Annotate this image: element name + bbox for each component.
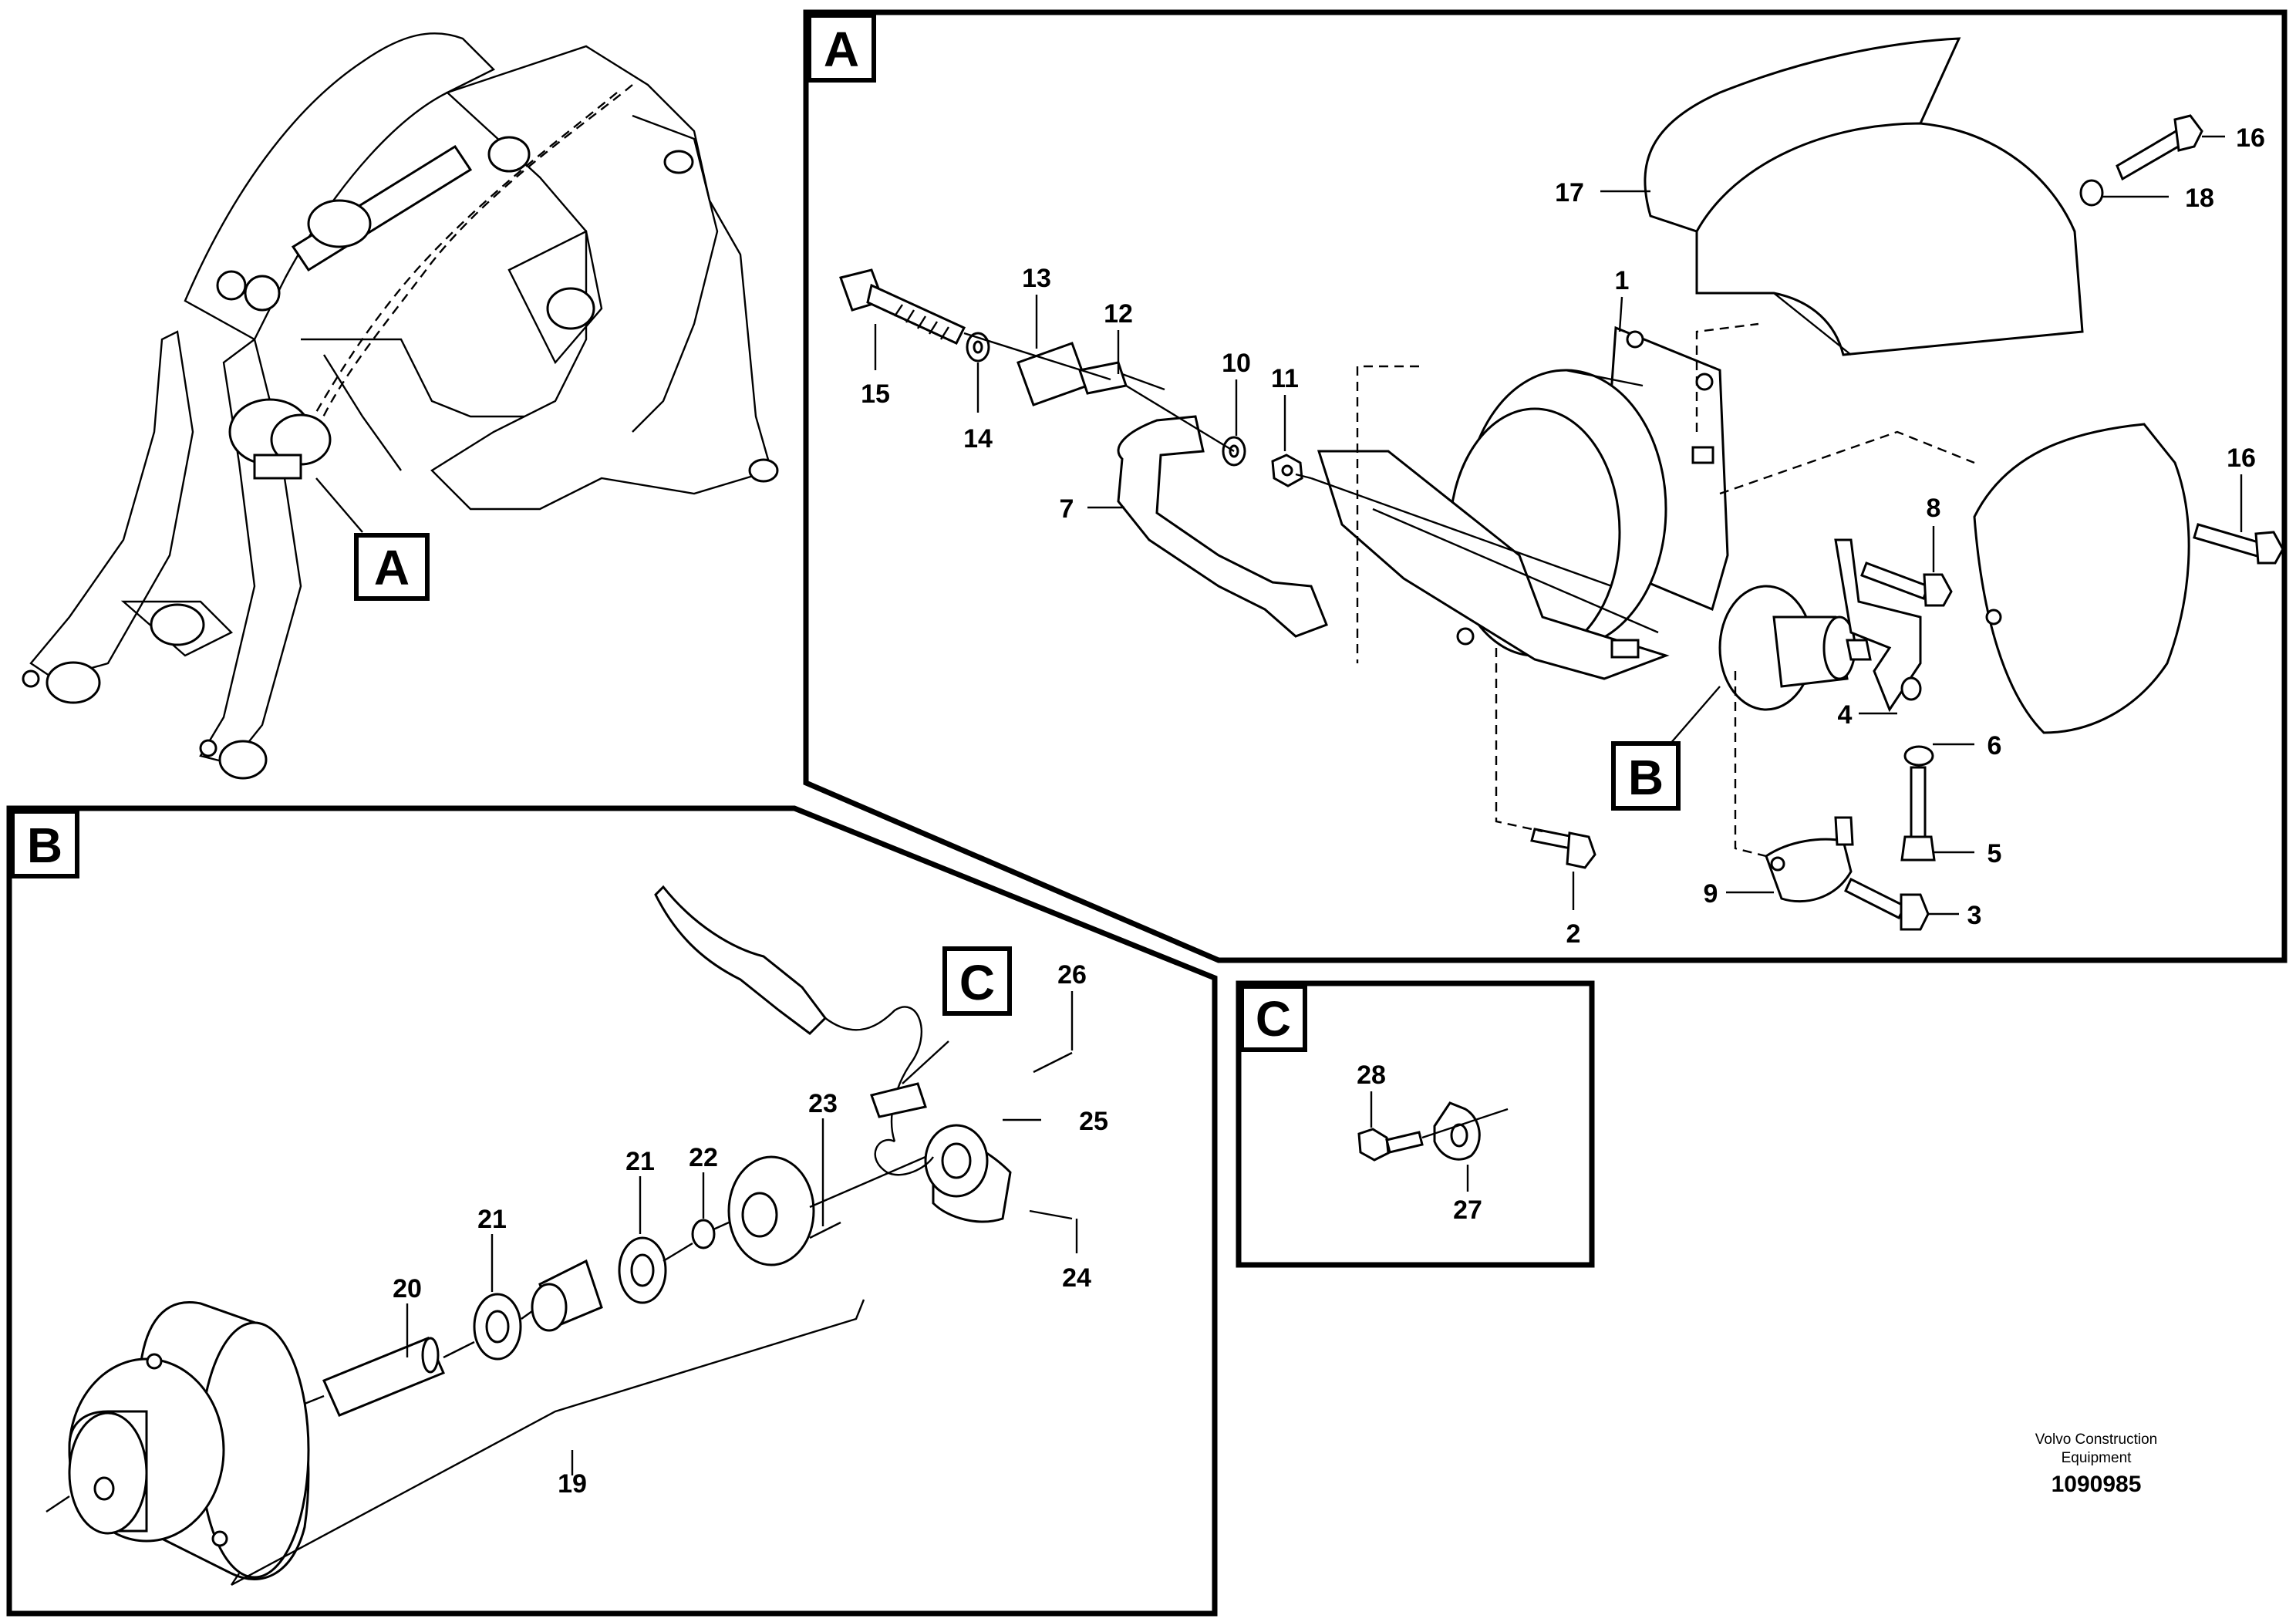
brand-line-2: Equipment [2062,1450,2132,1466]
overview-callout-a[interactable]: A [354,533,430,601]
part-14-label: 14 [963,424,993,454]
view-b-parts [46,885,1073,1587]
overview-machine-illustration [22,32,779,780]
part-23-label: 23 [808,1089,838,1118]
overview-callout-a-label: A [374,540,410,595]
part-21-left-label: 21 [477,1205,507,1234]
part-28-label: 28 [1357,1061,1386,1090]
part-25-label: 25 [1079,1107,1108,1136]
document-number: 1090985 [2052,1472,2142,1497]
view-a-callout-b[interactable]: B [1611,686,1721,811]
part-8-label: 8 [1927,494,1941,523]
view-a-panel: A [803,9,2288,963]
part-5-label: 5 [1988,839,2002,868]
part-17-label: 17 [1555,178,1584,207]
part-13-label: 13 [1022,264,1051,293]
view-a-title: A [824,22,859,77]
part-6-label: 6 [1988,731,2002,760]
part-7-label: 7 [1060,494,1074,524]
part-26-label: 26 [1057,960,1087,990]
view-a-parts [839,37,2284,931]
view-a-labels: 1 2 3 4 5 6 7 8 9 10 11 12 13 14 15 16 1… [861,123,2265,949]
part-2-label: 2 [1566,919,1581,949]
part-12-label: 12 [1104,299,1133,329]
part-27-label: 27 [1453,1195,1482,1225]
view-c-parts [1357,1101,1509,1162]
view-b-callout-c-label: C [959,955,995,1010]
part-21-right-label: 21 [625,1147,655,1176]
part-4-label: 4 [1838,700,1853,730]
part-1-label: 1 [1615,266,1630,295]
part-22-label: 22 [689,1143,718,1172]
part-3-label: 3 [1967,901,1982,930]
brand-line-1: Volvo Construction [2035,1431,2157,1448]
part-15-label: 15 [861,379,890,409]
part-9-label: 9 [1704,879,1718,909]
part-16-right-label: 16 [2227,443,2256,473]
view-b-panel: B [6,805,1218,1617]
part-10-label: 10 [1222,349,1251,378]
part-19-label: 19 [558,1469,587,1499]
view-b-callout-c[interactable]: C [902,946,1012,1084]
view-b-title: B [27,818,62,873]
part-24-label: 24 [1062,1263,1091,1293]
view-c-title: C [1256,991,1291,1047]
view-b-labels: 19 20 21 21 22 23 24 25 26 [393,960,1108,1499]
view-c-panel: C [1236,980,1595,1268]
part-20-label: 20 [393,1274,422,1303]
view-a-callout-b-label: B [1628,750,1664,805]
part-16-top-label: 16 [2236,123,2265,153]
footer: Volvo Construction Equipment 1090985 [2035,1431,2157,1497]
part-11-label: 11 [1271,364,1299,393]
part-18-label: 18 [2185,184,2214,213]
view-c-labels: 28 27 [1357,1061,1482,1225]
